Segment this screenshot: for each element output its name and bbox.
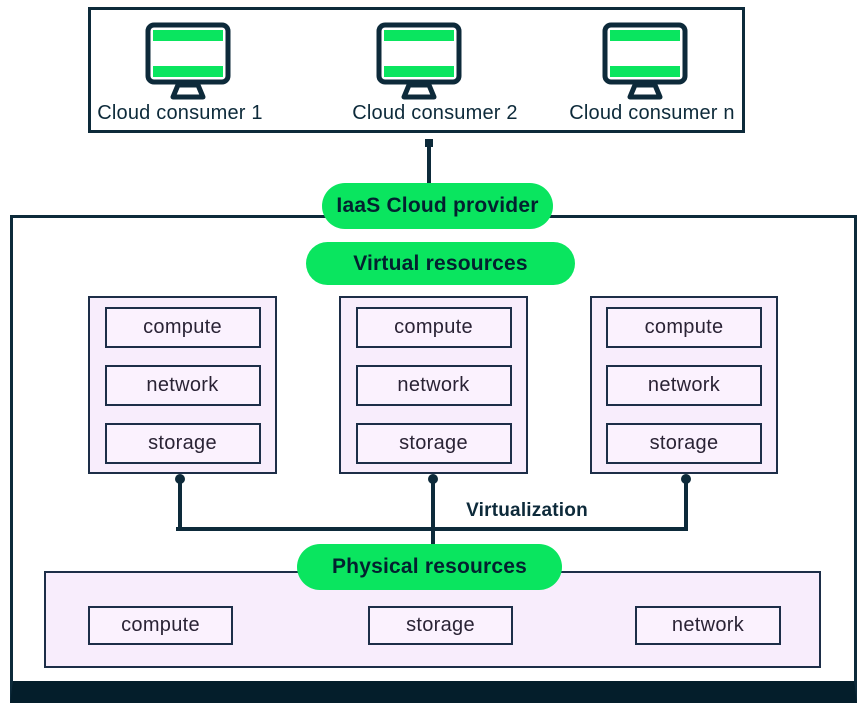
connector-bus-line (176, 527, 688, 531)
virtualization-label: Virtualization (466, 500, 588, 521)
connector-dot-middle (428, 474, 438, 484)
cloud-consumer-n-label: Cloud consumer n (569, 101, 735, 124)
virtual-group-3-storage: storage (606, 423, 762, 464)
virtual-group-2-storage: storage (355, 423, 512, 464)
physical-resources-label: Physical resources (331, 555, 528, 578)
connector-line-middle (431, 478, 435, 544)
cloud-consumer-2-label: Cloud consumer 2 (352, 101, 518, 124)
virtual-group-1-storage: storage (104, 423, 261, 464)
connector-dot-left (175, 474, 185, 484)
virtual-group-1: compute network storage (88, 296, 277, 474)
connector-line-left (178, 478, 182, 531)
virtual-group-2-network: network (355, 365, 512, 406)
connector-dot-right (681, 474, 691, 484)
iaas-cloud-provider-label: IaaS Cloud provider (336, 194, 539, 217)
connector-line-right (684, 478, 688, 531)
physical-network-box: network (635, 606, 781, 645)
cloud-consumer-1-label: Cloud consumer 1 (97, 101, 263, 124)
monitor-icon (602, 22, 688, 100)
physical-resources-pill: Physical resources (297, 544, 562, 590)
virtual-group-2: compute network storage (339, 296, 528, 474)
virtual-group-1-network: network (104, 365, 261, 406)
virtual-group-3-network: network (606, 365, 762, 406)
physical-compute-box: compute (88, 606, 233, 645)
connector-endpoint-square (425, 139, 433, 147)
virtual-group-3: compute network storage (590, 296, 778, 474)
virtual-resources-pill: Virtual resources (306, 242, 575, 285)
physical-storage-box: storage (368, 606, 513, 645)
virtual-group-1-compute: compute (104, 307, 261, 348)
connector-consumers-provider (427, 146, 431, 184)
monitor-icon (145, 22, 231, 100)
virtual-group-3-compute: compute (606, 307, 762, 348)
virtual-resources-label: Virtual resources (353, 251, 528, 275)
virtual-group-2-compute: compute (355, 307, 512, 348)
monitor-icon (376, 22, 462, 100)
iaas-cloud-provider-pill: IaaS Cloud provider (322, 183, 553, 229)
